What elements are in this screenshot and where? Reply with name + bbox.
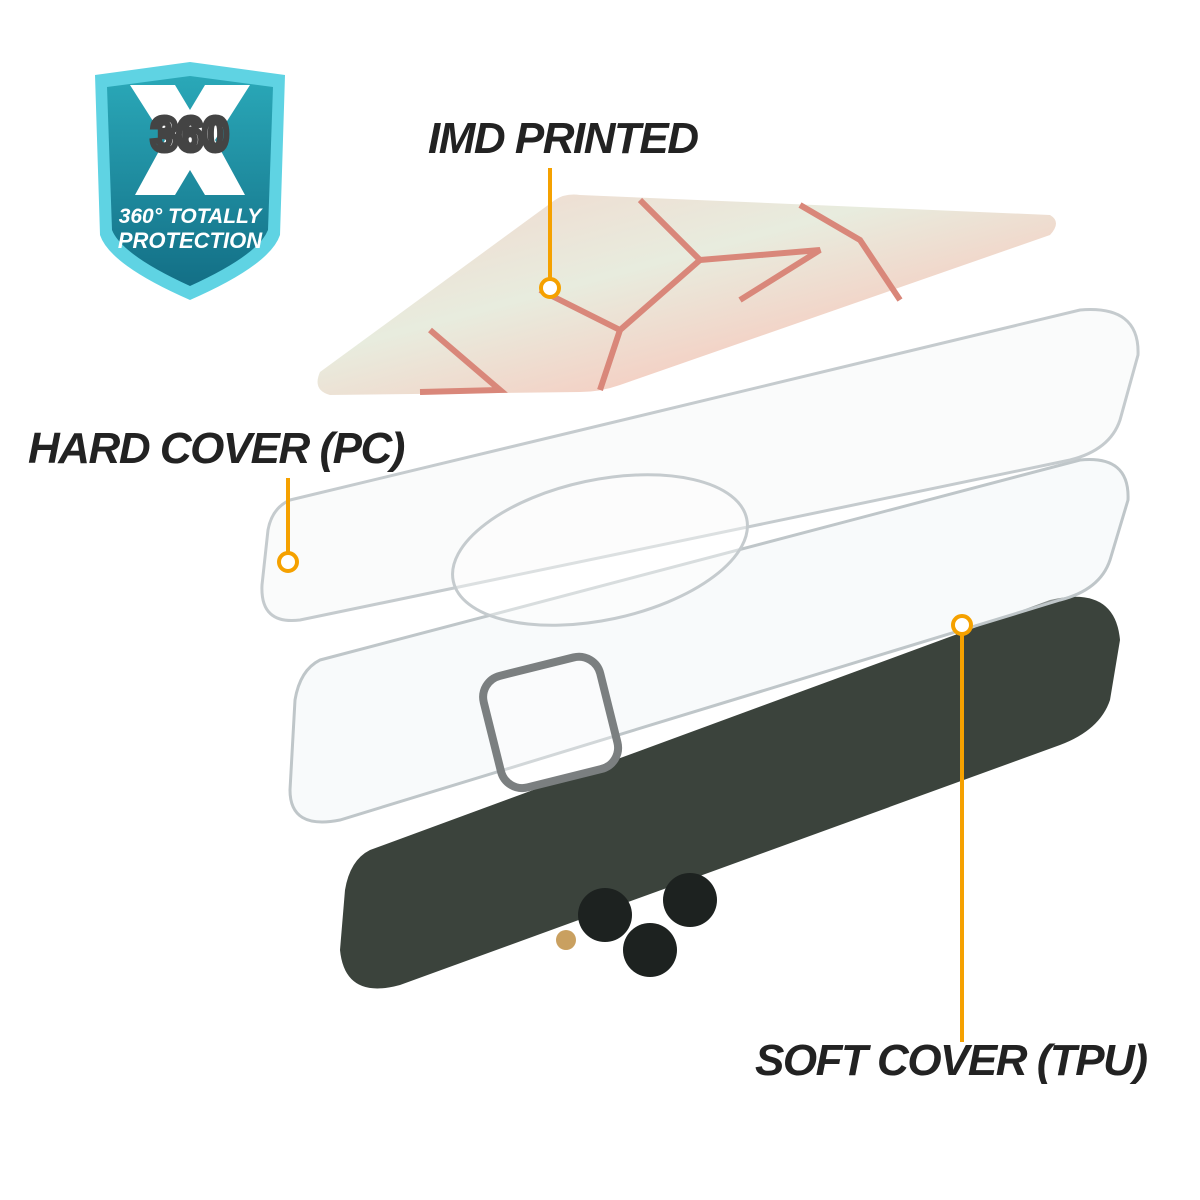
callout-dot-icon — [277, 551, 299, 573]
label-hard-cover: HARD COVER (PC) — [28, 424, 405, 473]
hard-cover-pc — [260, 308, 1140, 627]
protection-badge: 360 — [95, 62, 285, 300]
callout-dot-icon — [539, 277, 561, 299]
label-soft-cover: SOFT COVER (TPU) — [755, 1036, 1148, 1085]
label-imd-printed: IMD PRINTED — [428, 114, 699, 163]
camera-lens-icon — [663, 873, 717, 927]
x-logo-icon — [130, 85, 250, 195]
camera-lens-icon — [623, 923, 677, 977]
logo-360-text: 360 — [152, 108, 229, 160]
flash-icon — [556, 930, 576, 950]
phone — [340, 596, 1120, 989]
badge-line2: PROTECTION — [117, 228, 263, 253]
soft-cover-tpu — [288, 458, 1130, 824]
camera-lens-icon — [578, 888, 632, 942]
badge-line1: 360° TOTALLY — [118, 205, 262, 228]
callout-lines — [277, 168, 973, 1042]
callout-dot-icon — [951, 614, 973, 636]
imd-printed-panel — [317, 194, 1056, 395]
